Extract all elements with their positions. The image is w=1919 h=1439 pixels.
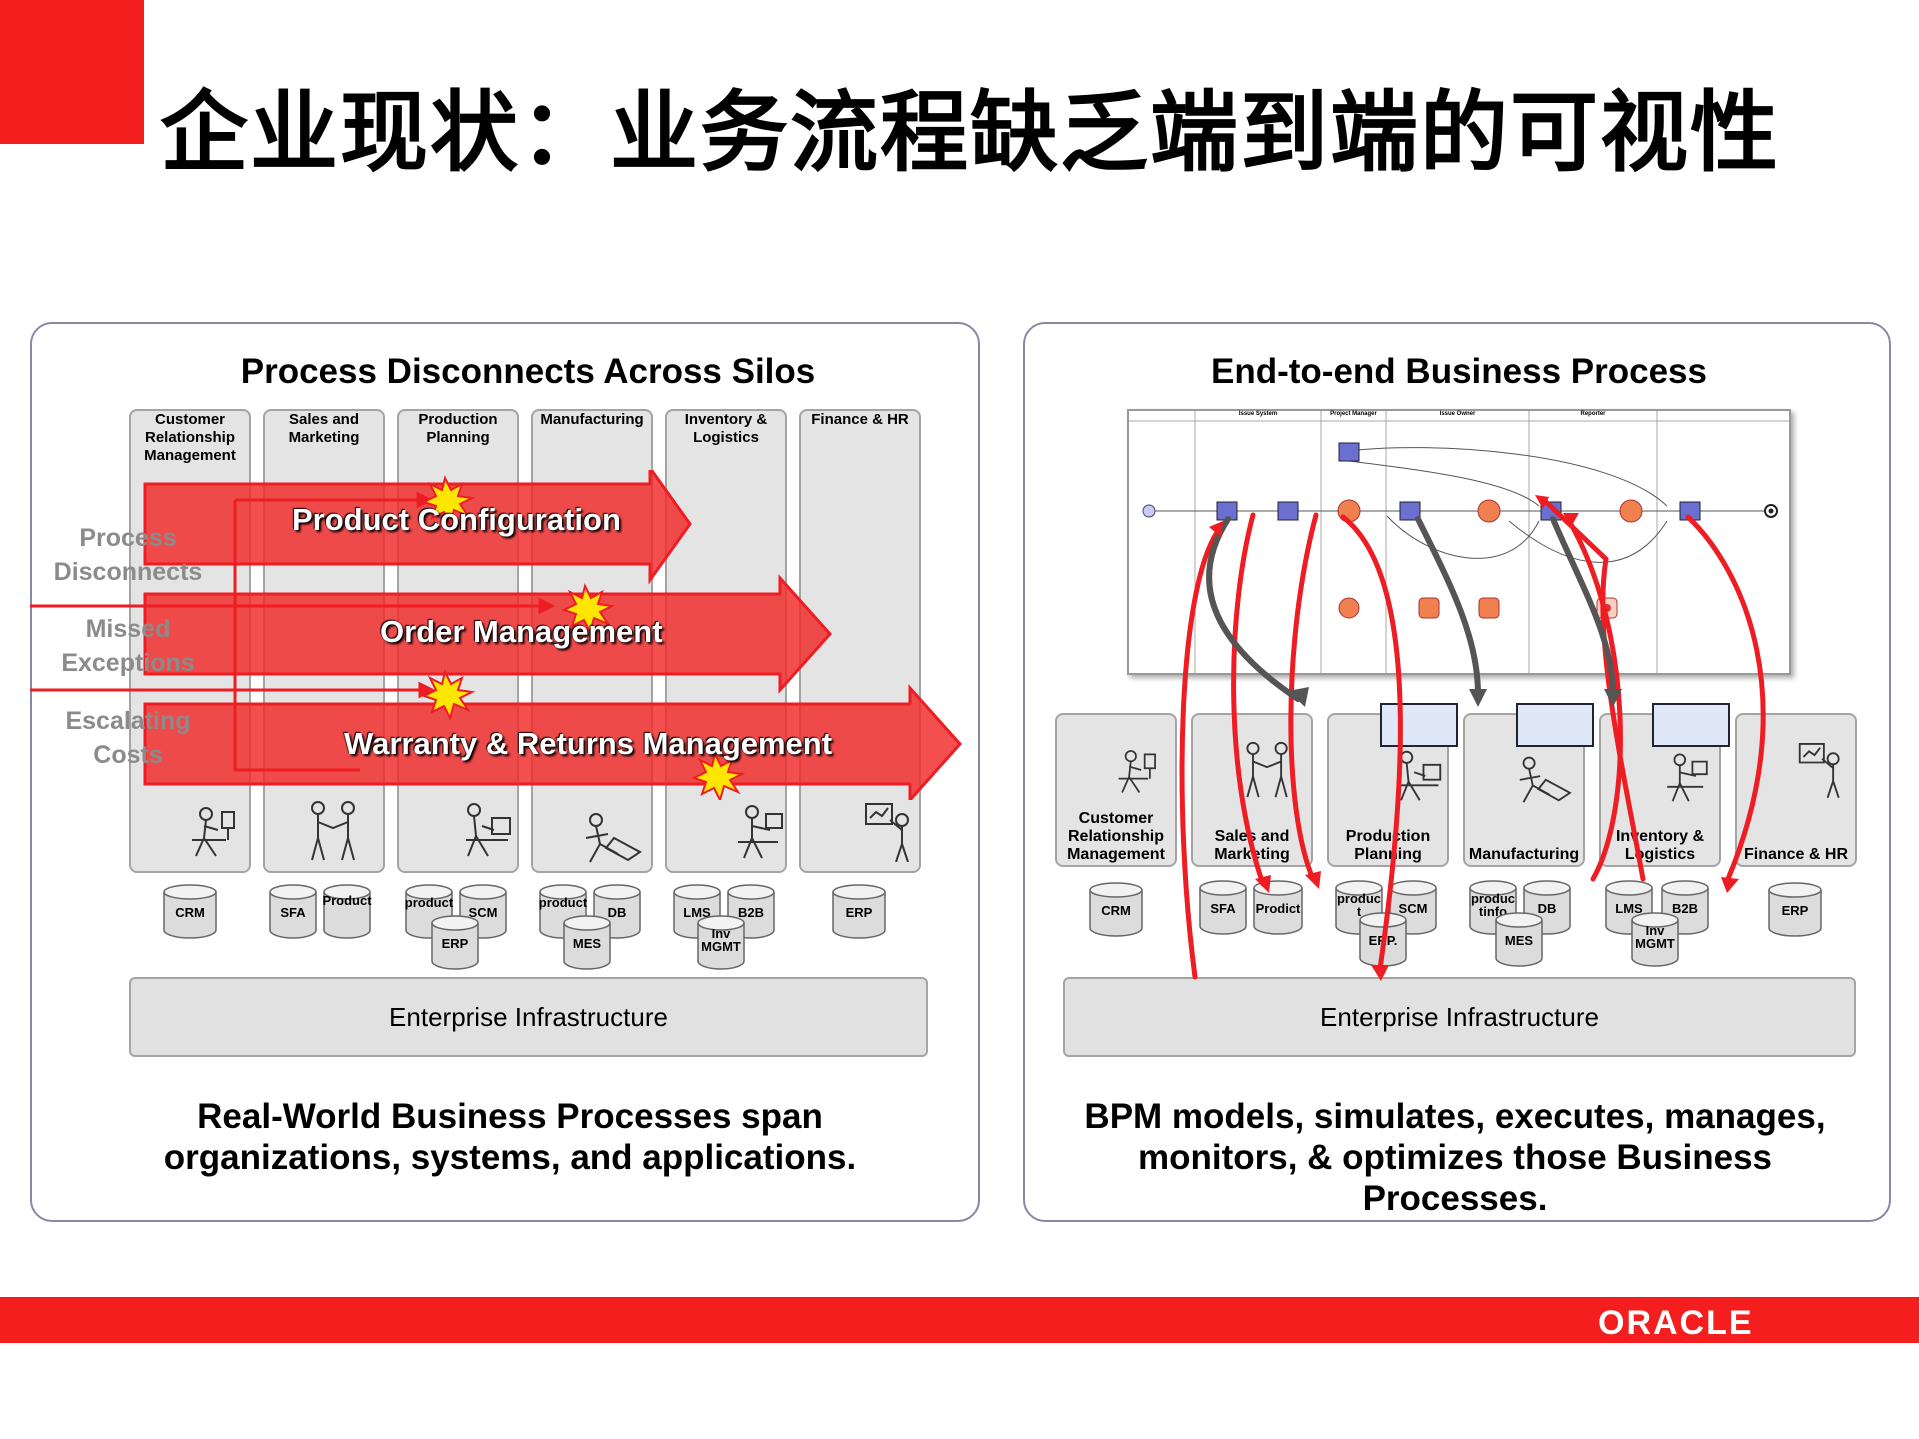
arrow-label-warranty-returns: Warranty & Returns Management <box>344 726 833 761</box>
right-column-label: Production Planning <box>1345 828 1431 863</box>
person-at-desk-icon <box>192 807 235 857</box>
warranty-returns-arrow <box>143 684 963 800</box>
explosion-icon <box>421 669 476 721</box>
app-screenshot-thumbnail <box>1516 703 1594 747</box>
left-column-label: Customer Relationship Management <box>144 411 236 464</box>
database-icon: Product <box>322 884 372 940</box>
presenter-icon <box>1798 743 1840 799</box>
side-label-process-disconnects: Process Disconnects <box>53 524 203 586</box>
red-connector-arrow <box>1565 516 1623 882</box>
left-column-label: Finance & HR <box>811 411 909 428</box>
bpm-lane-header: Project Manager <box>1330 411 1377 417</box>
right-connector-arrows <box>1179 495 1766 981</box>
left-column-label: Production Planning <box>418 411 498 446</box>
database-icon: ERP <box>430 915 480 971</box>
bpm-lane-header: Issue System <box>1238 411 1278 417</box>
red-connector-arrow <box>1540 496 1646 882</box>
gray-connector-arrow <box>1415 516 1481 697</box>
database-icon: SFA <box>1198 880 1248 936</box>
explosion-icon <box>561 583 616 635</box>
database-icon: LMS <box>1604 880 1654 936</box>
presenter-icon <box>865 803 909 862</box>
right-caption: BPM models, simulates, executes, manages… <box>1084 1097 1826 1218</box>
database-icon: CRM <box>1088 882 1144 938</box>
database-icon: B2B <box>726 884 776 940</box>
red-connector-arrow <box>1340 514 1403 972</box>
gray-connector-arrow <box>1206 516 1301 702</box>
database-icon: MES <box>1494 912 1544 968</box>
red-connector-arrow <box>1231 512 1266 887</box>
right-column-crm <box>1055 713 1177 867</box>
gray-connector-arrow <box>1550 516 1616 697</box>
left-column-label: Manufacturing <box>540 411 644 428</box>
handshake-people-icon <box>1246 741 1288 798</box>
database-icon: Inv MGMT <box>1630 912 1680 968</box>
left-caption: Real-World Business Processes span organ… <box>163 1097 857 1177</box>
left-process-arrows <box>30 470 963 800</box>
right-column-label: Finance & HR <box>1743 846 1848 863</box>
person-writing-icon <box>585 813 642 863</box>
left-column-label: Inventory & Logistics <box>684 411 768 446</box>
database-icon: MES <box>562 915 612 971</box>
side-label-escalating-costs: Escalating Costs <box>65 707 191 769</box>
app-screenshot-thumbnail <box>1380 703 1458 747</box>
arrow-label-product-configuration: Product Configuration <box>292 502 621 537</box>
bpm-lane-header: Issue Owner <box>1439 411 1476 417</box>
explosion-icon <box>421 475 476 527</box>
red-connector-arrow <box>1288 512 1319 882</box>
app-screenshot-thumbnail <box>1652 703 1730 747</box>
slide-title: 企业现状：业务流程缺乏端到端的可视性 <box>160 81 1781 184</box>
handshake-people-icon <box>311 801 355 861</box>
red-connector-arrow <box>1179 528 1221 980</box>
database-icon: SFA <box>268 884 318 940</box>
right-panel-title: End-to-end Business Process <box>1211 352 1707 391</box>
database-icon: ERP <box>831 884 887 940</box>
red-corner-accent <box>0 0 144 144</box>
person-at-desk-icon <box>738 805 783 859</box>
right-enterprise-infrastructure: Enterprise Infrastructure <box>1063 977 1856 1057</box>
right-column-label: Manufacturing <box>1468 846 1580 863</box>
bpm-lane-header: Reporter <box>1580 411 1606 417</box>
database-icon: Inv MGMT <box>696 915 746 971</box>
oracle-logo: ORACLE <box>1598 1304 1754 1342</box>
person-writing-icon <box>1519 756 1572 803</box>
arrow-label-order-management: Order Management <box>380 614 663 649</box>
left-enterprise-infrastructure: Enterprise Infrastructure <box>129 977 928 1057</box>
red-connector-arrow <box>1685 514 1766 882</box>
database-icon: CRM <box>162 884 218 940</box>
person-at-desk-icon <box>1118 750 1156 794</box>
product-configuration-arrow <box>143 470 692 585</box>
database-icon: ERP <box>1767 882 1823 938</box>
person-at-computer-icon <box>466 803 511 857</box>
left-panel-title: Process Disconnects Across Silos <box>240 352 816 391</box>
side-label-missed-exceptions: Missed Exceptions <box>61 615 195 677</box>
explosion-icon <box>691 751 746 800</box>
person-at-desk-icon <box>1667 753 1708 802</box>
footer-bar <box>0 1297 1919 1343</box>
left-column-label: Sales and Marketing <box>288 411 360 446</box>
right-column-label: Customer Relationship Management <box>1067 810 1165 863</box>
